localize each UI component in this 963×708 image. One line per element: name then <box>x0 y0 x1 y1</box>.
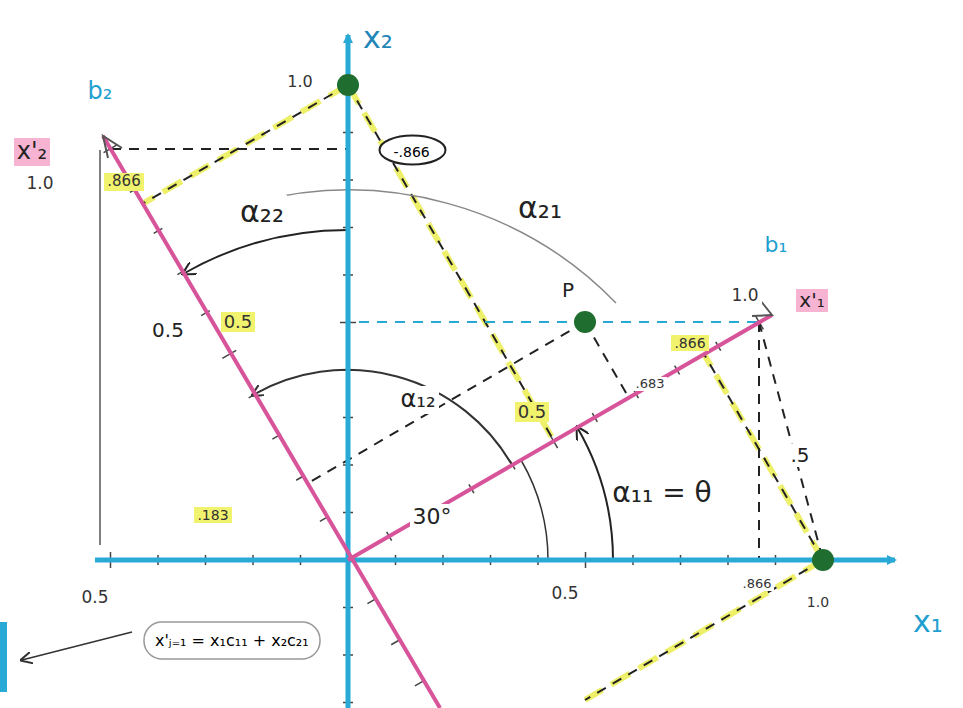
figure-label: x₂ <box>360 21 396 56</box>
figure-label: .683 <box>633 377 668 392</box>
figure-label: α₁₂ <box>397 386 438 414</box>
x2-prime-axis <box>103 136 440 708</box>
angle-arc <box>577 427 613 560</box>
x2-axis <box>346 35 351 708</box>
leader-arrow <box>22 632 132 660</box>
angle-arc <box>183 230 348 274</box>
figure-label: x₁ <box>910 605 946 640</box>
cyan-dashes <box>348 321 759 323</box>
figure-label: α₂₁ <box>515 191 565 226</box>
node-text: -.866 <box>394 144 430 160</box>
angle-arc <box>253 370 512 465</box>
axis-ticks <box>104 85 823 703</box>
edge-bar <box>0 622 7 692</box>
figure-label: 0.5 <box>221 312 256 333</box>
unit-point <box>337 74 359 96</box>
unit-point <box>812 549 834 571</box>
rounded-outline <box>144 622 320 659</box>
figure-label: 1.0 <box>284 73 315 91</box>
figure-label: x'₁ <box>796 289 827 312</box>
figure-label: 0.5 <box>548 584 581 604</box>
projection-lines <box>111 85 823 700</box>
figure-label: .866 <box>104 173 143 190</box>
figure-label: b₁ <box>762 232 791 257</box>
arrowhead <box>103 136 122 158</box>
figure-label: .183 <box>194 507 231 523</box>
figure-label: b₂ <box>85 78 116 106</box>
figure-label: 30° <box>410 504 455 529</box>
figure-label: α₁₁ = θ <box>609 477 714 509</box>
angle-arc <box>521 460 548 560</box>
formula-box: x'ⱼ₌₁ = x₁c₁₁ + x₂c₂₁ <box>143 621 321 660</box>
figure-label: 0.5 <box>149 319 187 342</box>
figure-label: .5 <box>787 444 812 467</box>
x1-axis <box>95 558 895 563</box>
figure-label: 1.0 <box>23 174 56 194</box>
figure-label: 1.0 <box>728 286 761 306</box>
figure-label: x'₂ <box>14 138 50 166</box>
figure-label: 1.0 <box>804 594 832 610</box>
figure-label: P <box>559 279 577 302</box>
figure-label: .866 <box>671 335 708 351</box>
figure-label: 0.5 <box>515 402 550 423</box>
circled-value: -.866 <box>378 134 447 166</box>
figure-label: 0.5 <box>78 588 111 608</box>
node-text: x'ⱼ₌₁ = x₁c₁₁ + x₂c₂₁ <box>155 631 309 650</box>
projection-highlight <box>142 85 823 700</box>
figure-label: α₂₂ <box>237 195 287 230</box>
guide-line <box>99 150 101 545</box>
ellipse-outline <box>379 136 445 165</box>
x1-prime-axis <box>348 315 772 560</box>
angle-arc <box>252 190 616 303</box>
figure-label: .866 <box>740 577 775 592</box>
point-p <box>574 311 596 333</box>
